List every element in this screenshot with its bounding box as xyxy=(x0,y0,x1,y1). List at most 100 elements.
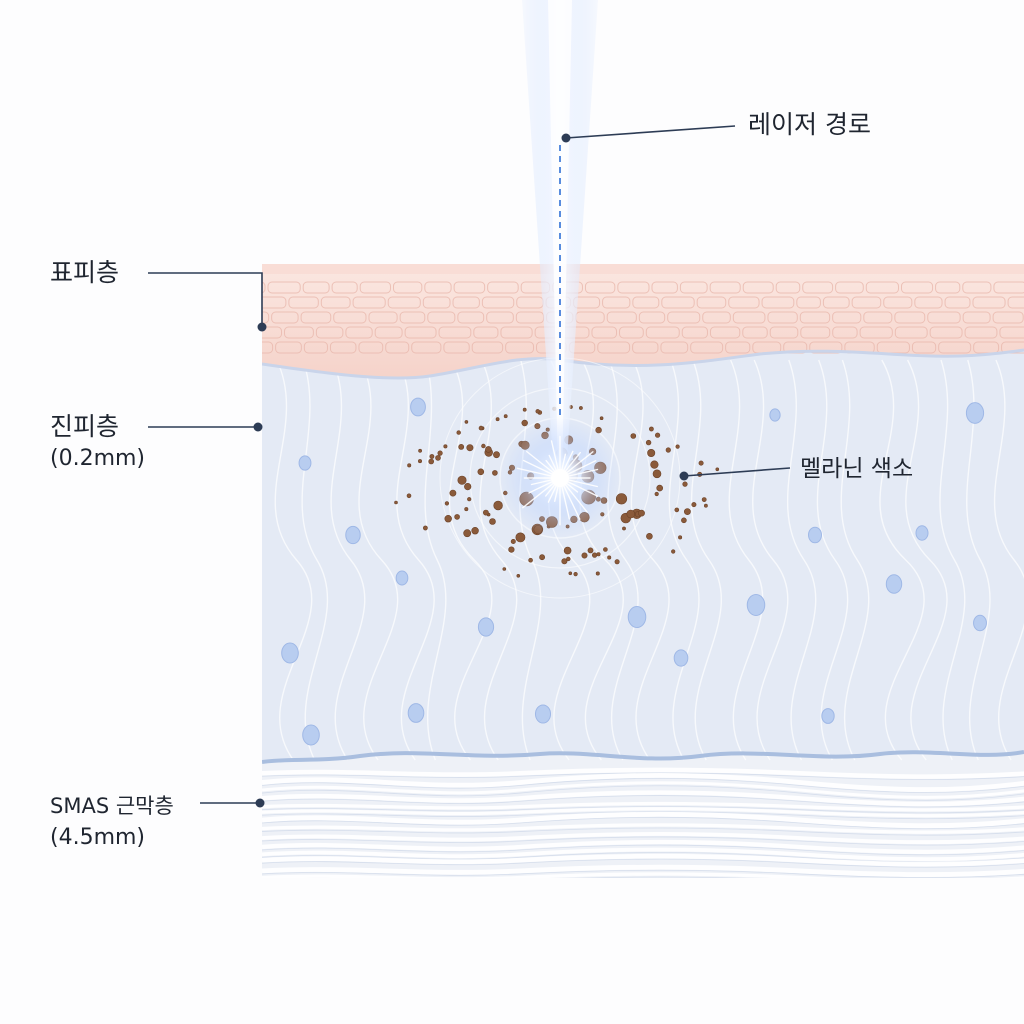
melanin-particle xyxy=(489,518,496,525)
melanin-particle xyxy=(471,526,479,535)
dermis-cell xyxy=(302,724,320,746)
epidermis-cell xyxy=(911,341,937,354)
collagen-fiber xyxy=(786,359,817,761)
epidermis-cell xyxy=(452,296,480,309)
smas-fiber-shadow xyxy=(262,869,1024,878)
melanin-particle xyxy=(684,508,691,515)
epidermis-cell xyxy=(709,281,741,294)
epidermis-surface xyxy=(262,264,1024,274)
epidermis-cell xyxy=(358,341,384,354)
epidermis-cell xyxy=(602,296,631,309)
melanin-particle xyxy=(485,446,492,453)
smas-fiber xyxy=(262,807,1024,818)
smas-fiber-shadow xyxy=(262,785,1024,801)
melanin-particle xyxy=(454,514,460,520)
melanin-leader xyxy=(683,467,791,477)
collagen-fiber xyxy=(668,359,700,761)
dermis-leader-dot xyxy=(253,422,263,432)
collagen-fiber xyxy=(816,359,849,761)
epidermis-cell xyxy=(638,311,666,324)
epidermis-cell xyxy=(696,296,727,309)
epidermis-cell xyxy=(422,296,451,309)
epidermis-cell xyxy=(262,326,283,339)
epidermis-cell xyxy=(399,311,426,324)
collagen-fiber xyxy=(607,359,639,761)
melanin-particle xyxy=(493,451,500,459)
epidermis-cell xyxy=(1007,296,1024,309)
epidermis-cell xyxy=(505,341,535,354)
melanin-particle xyxy=(444,514,452,523)
dermis-cell xyxy=(746,593,766,617)
melanin-particle xyxy=(456,430,461,435)
collagen-fiber xyxy=(993,359,1024,761)
melanin-particle xyxy=(406,493,412,499)
melanin-particle xyxy=(394,500,398,505)
melanin-particle xyxy=(492,470,498,476)
epidermis-cell xyxy=(262,281,266,294)
dermis-cell xyxy=(534,704,552,724)
melanin-particle xyxy=(671,549,676,554)
smas-fiber-shadow xyxy=(573,876,747,878)
melanin-particle xyxy=(435,455,441,461)
collagen-fiber xyxy=(966,359,991,761)
dermis-cells xyxy=(281,397,987,746)
melanin-particle xyxy=(464,507,469,512)
melanin-particle xyxy=(566,556,571,562)
smas-fiber-shadow xyxy=(262,811,1024,820)
epidermis-cell xyxy=(732,311,766,324)
epidermis-cell xyxy=(424,281,452,294)
collagen-fiber xyxy=(301,359,329,761)
melanin-particle xyxy=(521,419,528,427)
dermis-cell xyxy=(407,703,425,723)
collagen-fiber xyxy=(630,359,670,761)
melanin-particle xyxy=(563,546,572,555)
epidermis-cell xyxy=(262,296,287,309)
smas-fiber xyxy=(262,790,1024,807)
melanin-particle xyxy=(477,468,485,476)
epidermis-cell xyxy=(863,311,893,324)
dermis-depth-text: (0.2mm) xyxy=(50,446,146,471)
melanin-particle xyxy=(649,426,654,432)
melanin-particle xyxy=(581,552,588,559)
melanin-particle xyxy=(467,497,472,502)
melanin-particle xyxy=(508,546,515,553)
epidermis-cell xyxy=(427,311,456,324)
epidermis-cell xyxy=(769,326,799,339)
melanin-particle xyxy=(715,467,720,472)
epidermis-cell xyxy=(481,296,515,309)
epidermis-cell xyxy=(331,281,358,294)
melanin-particle xyxy=(478,425,484,431)
epidermis-cell xyxy=(944,296,971,309)
melanin-particle xyxy=(437,450,443,456)
epidermis-cell xyxy=(617,281,650,294)
smas-fiber xyxy=(262,811,1024,829)
epidermis-cell xyxy=(329,341,357,354)
epidermis-cell xyxy=(775,281,801,294)
collagen-fiber xyxy=(274,359,313,761)
epidermis-cell xyxy=(992,311,1024,324)
leader-lines xyxy=(148,125,791,804)
epidermis-cell xyxy=(972,296,1006,309)
dermis-cell xyxy=(627,605,647,629)
epidermis-dermis-boundary xyxy=(262,348,1024,380)
epidermis-cell xyxy=(352,296,386,309)
epidermis-cell xyxy=(271,311,299,324)
smas-fiber xyxy=(262,801,1024,812)
epidermis-cell xyxy=(284,326,314,339)
collagen-fiber xyxy=(690,359,722,761)
epidermis-leader xyxy=(148,272,263,325)
epidermis-cell xyxy=(606,311,637,324)
collagen-fiber xyxy=(479,359,518,761)
epidermis-cell xyxy=(851,296,882,309)
leader-dots xyxy=(253,133,689,808)
melanin-particle xyxy=(463,529,472,538)
epidermis-cell xyxy=(473,326,499,339)
epidermis-cell xyxy=(443,341,470,354)
smas-fiber-shadow xyxy=(262,795,1024,808)
melanin-particle xyxy=(682,481,688,487)
epidermis-cell xyxy=(392,281,423,294)
smas-label-text: SMAS 근막층 xyxy=(50,794,174,818)
melanin-particle xyxy=(539,554,545,561)
smas-fiber-shadow xyxy=(262,858,1024,868)
dermis-label-text: 진피층 xyxy=(50,412,120,441)
